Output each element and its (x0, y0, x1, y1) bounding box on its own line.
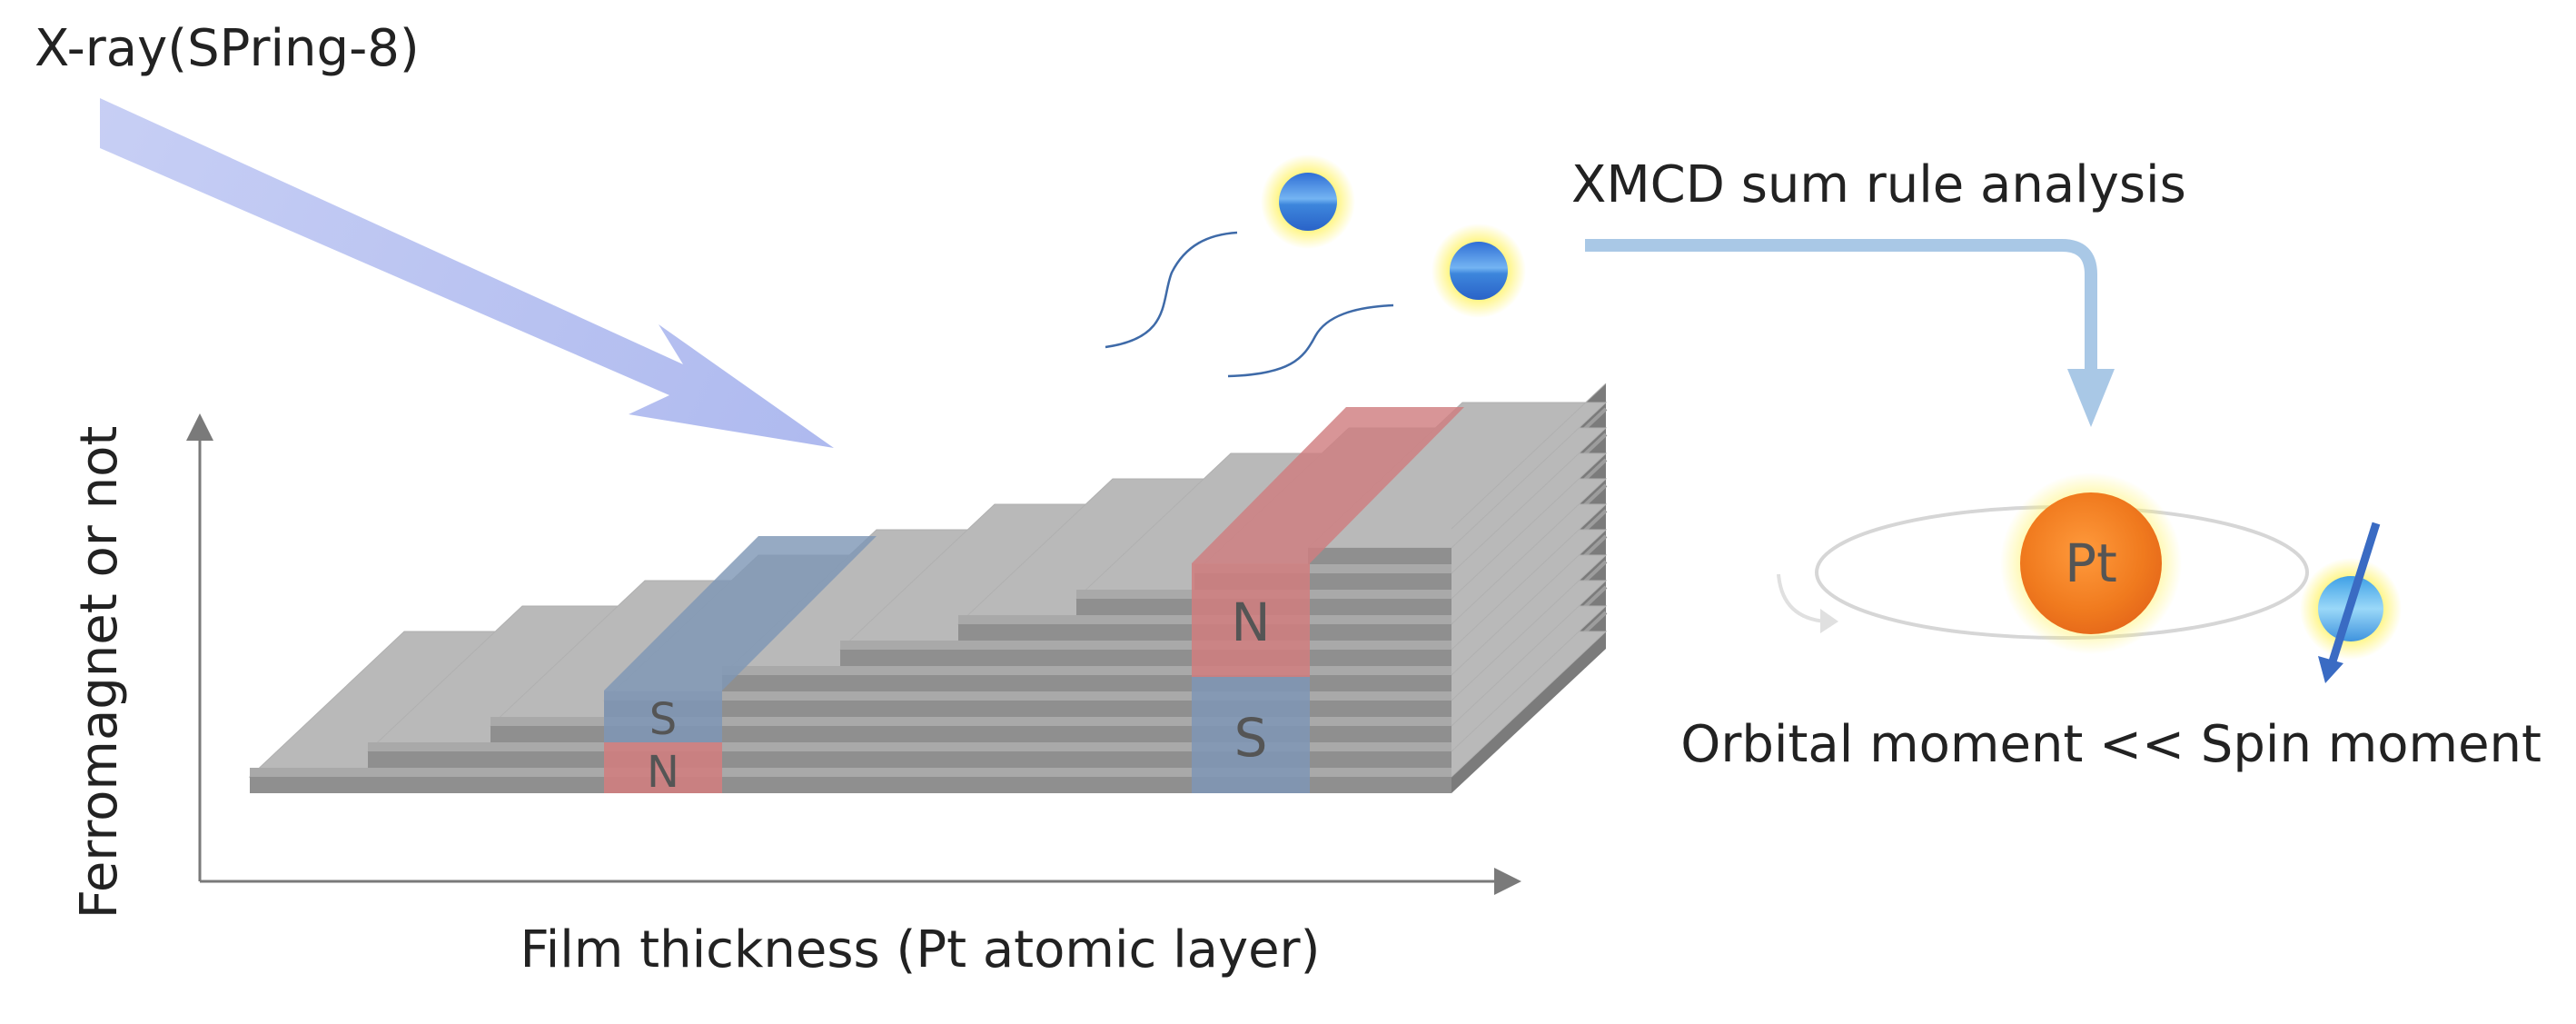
magnet-right-blue-block (1192, 677, 1310, 793)
electron-2 (1450, 242, 1508, 300)
magnet-left: S N (604, 536, 877, 798)
xmcd-analysis-arrowhead (2067, 369, 2115, 427)
xray-beam-arrow (100, 98, 834, 448)
electron-1 (1279, 173, 1337, 231)
xmcd-label: XMCD sum rule analysis (1571, 155, 2186, 214)
moments-label: Orbital moment << Spin moment (1680, 715, 2541, 774)
magnet-left-blue-block (604, 691, 722, 742)
magnet-left-top-strip (604, 536, 877, 691)
orbit-direction-arrowhead (1820, 609, 1838, 633)
magnet-right-top-pole: N (1231, 592, 1270, 653)
magnet-left-bottom-pole: N (647, 747, 679, 798)
electron-trail-2 (1227, 303, 1394, 378)
y-axis-label: Ferromagnet or not (70, 426, 129, 920)
magnet-right: N S (1192, 407, 1464, 793)
x-axis-label: Film thickness (Pt atomic layer) (520, 920, 1321, 979)
emitted-electrons (1105, 154, 1526, 378)
magnet-right-top-strip (1192, 407, 1464, 563)
xmcd-analysis-arrow (1585, 239, 2097, 373)
magnet-right-red-block (1192, 563, 1310, 677)
magnet-left-top-pole: S (649, 694, 677, 745)
pt-label: Pt (2065, 532, 2117, 594)
spin-arrow-head (2318, 656, 2343, 683)
axes (186, 413, 1521, 895)
pt-atom-model: Pt (1777, 472, 2402, 683)
pt-nucleus (2020, 492, 2162, 634)
magnet-left-red-block (604, 742, 722, 793)
film-stack: S N N S (248, 383, 1608, 798)
electron-trail-1 (1105, 231, 1238, 349)
orbit-direction-arrow (1777, 573, 1827, 623)
spin-arrow-shaft (2328, 522, 2381, 663)
xray-label: X-ray(SPring-8) (35, 19, 420, 78)
magnet-right-bottom-pole: S (1234, 707, 1268, 769)
